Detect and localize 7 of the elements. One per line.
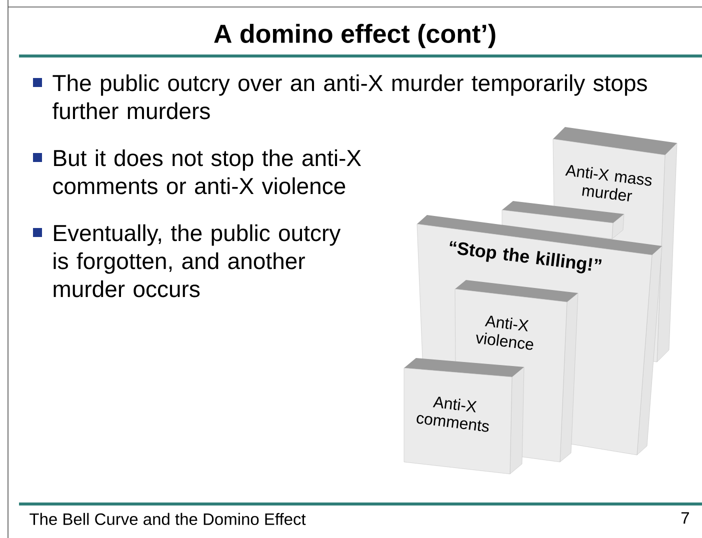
slide-title: A domino effect (cont’) bbox=[214, 24, 496, 48]
bullet-text: But it does not stop the anti-X comments or anti-X violence bbox=[53, 149, 362, 194]
page-number: 7 bbox=[681, 512, 689, 524]
domino-block: Anti-X comments bbox=[404, 358, 524, 474]
footer-text: The Bell Curve and the Domino Effect bbox=[30, 512, 306, 526]
bullet-text: Eventually, the public outcry is forgotten, and another murder occurs bbox=[54, 224, 341, 298]
domino-block bbox=[502, 201, 624, 240]
